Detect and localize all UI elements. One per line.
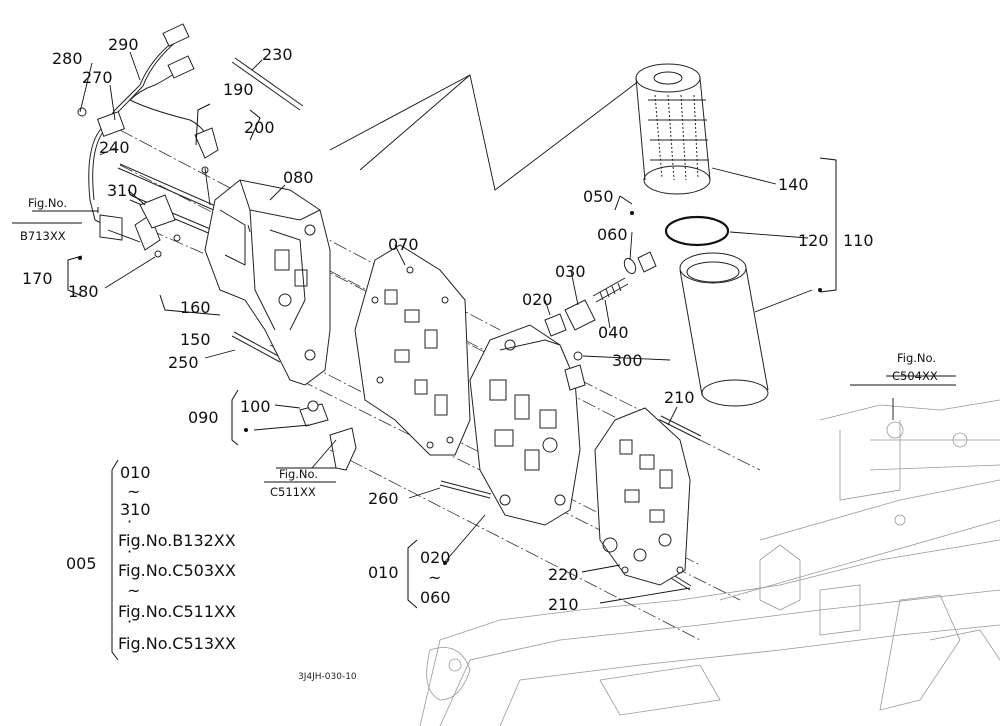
dot-1: · — [127, 512, 132, 531]
label-120: 120 — [798, 231, 829, 250]
label-190: 190 — [223, 80, 254, 99]
label-030: 030 — [555, 262, 586, 281]
o-ring-120 — [664, 215, 730, 247]
wiring-harness — [77, 23, 219, 226]
gasket-220 — [594, 407, 691, 586]
label-010-list: 010 — [120, 463, 151, 482]
label-170: 170 — [22, 269, 53, 288]
fig-ref-c504-prefix: Fig.No. — [897, 351, 936, 365]
label-tilde-group: ~ — [428, 568, 441, 587]
leader-dots — [78, 211, 822, 565]
label-050: 050 — [583, 187, 614, 206]
fig-ref-c511-prefix: Fig.No. — [279, 467, 318, 481]
fig-ref-c511: C511XX — [270, 485, 316, 499]
reference-list: Fig.No.B132XX · Fig.No.C503XX ~ Fig.No.C… — [118, 531, 236, 653]
label-260: 260 — [368, 489, 399, 508]
label-220: 220 — [548, 565, 579, 584]
label-310: 310 — [107, 181, 138, 200]
label-290: 290 — [108, 35, 139, 54]
label-210-top: 210 — [664, 388, 695, 407]
label-090: 090 — [188, 408, 219, 427]
label-230: 230 — [262, 45, 293, 64]
spool-assembly — [544, 251, 657, 361]
label-020: 020 — [522, 290, 553, 309]
label-080: 080 — [283, 168, 314, 187]
fig-ref-b713: B713XX — [20, 229, 66, 243]
label-160: 160 — [180, 298, 211, 317]
fig-ref-b713-prefix: Fig.No. — [28, 196, 67, 210]
filter-case — [679, 252, 769, 407]
drawing-code: 3J4JH-030-10 — [298, 672, 357, 682]
label-020-group: 020 — [420, 548, 451, 567]
dot-3: · — [127, 612, 132, 631]
ref-c503: Fig.No.C503XX — [118, 561, 236, 580]
label-100: 100 — [240, 397, 271, 416]
label-040: 040 — [598, 323, 629, 342]
label-005: 005 — [66, 554, 97, 573]
fig-ref-c504: C504XX — [892, 369, 938, 383]
label-tilde-list: ~ — [127, 482, 140, 501]
leader-lines — [79, 51, 894, 604]
gasket-070 — [354, 244, 471, 456]
label-180: 180 — [68, 282, 99, 301]
label-250: 250 — [168, 353, 199, 372]
label-200: 200 — [244, 118, 275, 137]
label-150: 150 — [180, 330, 211, 349]
ref-c511: Fig.No.C511XX — [118, 602, 236, 621]
label-270: 270 — [82, 68, 113, 87]
label-110: 110 — [843, 231, 874, 250]
group-brackets — [12, 103, 956, 661]
ref-b132: Fig.No.B132XX — [118, 531, 236, 550]
dot-2: · — [127, 542, 132, 561]
tractor-frame-illustration — [419, 399, 1000, 726]
label-070: 070 — [388, 235, 419, 254]
label-010-group: 010 — [368, 563, 399, 582]
label-300: 300 — [612, 351, 643, 370]
ref-c513: Fig.No.C513XX — [118, 634, 236, 653]
label-280: 280 — [52, 49, 83, 68]
valve-body-080 — [204, 179, 331, 386]
filter-element-140 — [635, 63, 711, 195]
valve-body-010 — [469, 324, 586, 526]
part-number-labels: 280 290 270 230 190 200 240 080 310 170 … — [22, 35, 874, 614]
zigzag-leader — [329, 64, 661, 191]
figure-references: Fig.No. B713XX Fig.No. C511XX Fig.No. C5… — [20, 196, 938, 499]
label-060: 060 — [597, 225, 628, 244]
tilde-2: ~ — [127, 581, 140, 600]
label-310-list: 310 — [120, 500, 151, 519]
label-240: 240 — [99, 138, 130, 157]
label-060-group: 060 — [420, 588, 451, 607]
label-210-bottom: 210 — [548, 595, 579, 614]
label-140: 140 — [778, 175, 809, 194]
sensor-parts — [99, 194, 357, 471]
